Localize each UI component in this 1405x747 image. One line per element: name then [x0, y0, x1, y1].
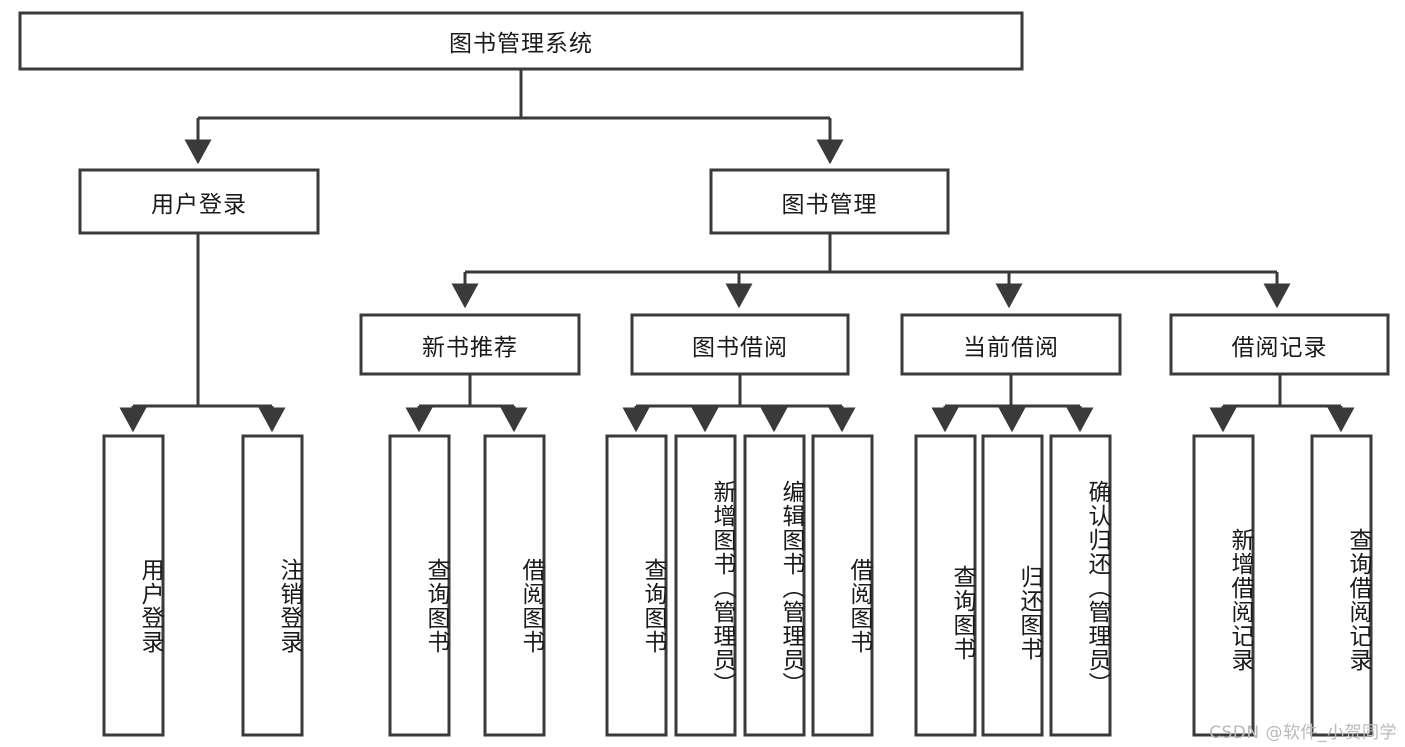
node-current-borrow[interactable]: [900, 313, 1122, 376]
node-book-management[interactable]: [709, 168, 950, 235]
leaf-box-bookborrow-2[interactable]: [743, 434, 806, 737]
leaf-box-currentborrow-2[interactable]: [1049, 434, 1112, 737]
leaf-box-currentborrow-1[interactable]: [981, 434, 1044, 737]
leaf-box-currentborrow-0[interactable]: [914, 434, 977, 737]
node-new-book-recommend[interactable]: [359, 313, 581, 376]
node-user-login[interactable]: [78, 168, 320, 235]
leaf-box-newbook-1[interactable]: [483, 434, 546, 737]
leaf-box-user-login-0[interactable]: [102, 434, 165, 737]
leaf-box-borrowrecord-0[interactable]: [1192, 434, 1255, 737]
leaf-box-borrowrecord-1[interactable]: [1310, 434, 1373, 737]
leaf-box-bookborrow-3[interactable]: [811, 434, 874, 737]
node-borrow-record[interactable]: [1169, 313, 1390, 376]
csdn-watermark: CSDN @软件_小贺同学: [1209, 723, 1397, 743]
node-root-book-management-system[interactable]: [18, 11, 1024, 71]
leaf-box-bookborrow-1[interactable]: [674, 434, 737, 737]
leaf-box-user-login-1[interactable]: [241, 434, 304, 737]
node-book-borrow[interactable]: [630, 313, 850, 376]
leaf-box-newbook-0[interactable]: [388, 434, 451, 737]
leaf-box-bookborrow-0[interactable]: [605, 434, 668, 737]
